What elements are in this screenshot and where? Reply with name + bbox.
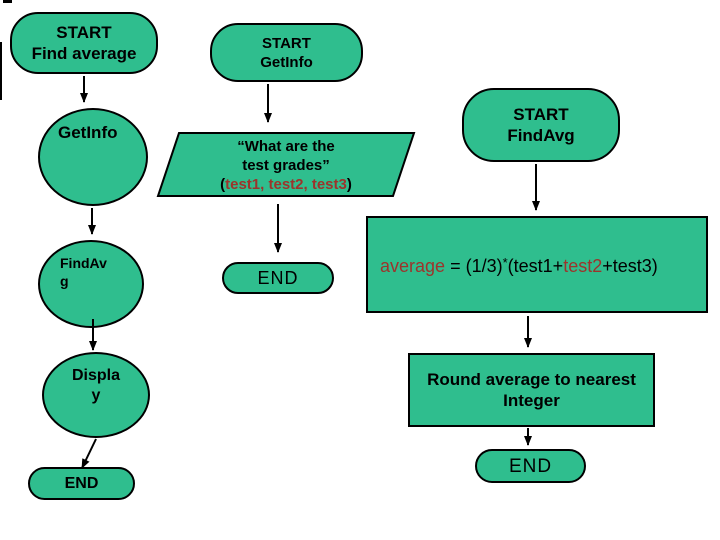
slide-edge-mark-left (0, 42, 2, 100)
paren-close: ) (346, 176, 352, 193)
process-round-line2: Integer (503, 391, 560, 410)
terminator-label-line2: Find average (31, 44, 137, 63)
oval-getinfo-label: GetInfo (58, 123, 118, 142)
io-question-line3: (test1, test2, test3) (168, 175, 404, 194)
process-average-formula: average = (1/3)*(test1+test2+test3) (366, 216, 708, 313)
process-round-line1: Round average to nearest (427, 370, 636, 389)
oval-findavg: FindAv g (38, 240, 144, 328)
oval-display-line2: y (91, 387, 101, 404)
formula-eq: = (1/3) (445, 256, 503, 276)
paren-open: ( (220, 176, 226, 193)
process-round-rect: Round average to nearest Integer (408, 353, 655, 427)
terminator-label-line1: START (262, 34, 311, 52)
slide-edge-mark-top (3, 0, 12, 3)
terminator-start-find-average: START Find average (10, 12, 158, 74)
end-right-label: END (508, 455, 553, 477)
terminator-label-line1: START (56, 23, 112, 42)
io-question-variables: test1, test2, test3 (225, 176, 347, 193)
terminator-start-getinfo: START GetInfo (210, 23, 363, 82)
oval-findavg-line1: FindAv (60, 255, 107, 271)
io-parallelogram (156, 132, 416, 197)
io-question-line1: “What are the (237, 138, 335, 155)
terminator-label-line1: START (513, 105, 569, 124)
formula-text: average = (1/3)*(test1+test2+test3) (380, 252, 658, 277)
terminator-end-left: END (28, 467, 135, 500)
terminator-label-line2: GetInfo (260, 53, 313, 71)
io-parallelogram-text: “What are the test grades” (test1, test2… (168, 137, 404, 194)
formula-star: * (502, 255, 508, 270)
formula-right: +test3) (602, 256, 658, 276)
terminator-start-findavg: START FindAvg (462, 88, 620, 162)
end-middle-label: END (257, 268, 299, 288)
oval-display: Displa y (42, 352, 150, 438)
formula-var: average (380, 256, 446, 276)
terminator-end-middle: END (222, 262, 334, 294)
oval-display-line1: Displa (71, 367, 120, 384)
oval-findavg-line2: g (60, 273, 69, 289)
io-question-line2: test grades” (242, 157, 330, 174)
formula-left: (test1+ (507, 256, 564, 276)
terminator-label-line2: FindAvg (507, 126, 575, 145)
formula-test2: test2 (563, 256, 603, 276)
end-left-label: END (64, 474, 99, 492)
oval-getinfo: GetInfo (38, 108, 148, 206)
terminator-end-right: END (475, 449, 586, 483)
